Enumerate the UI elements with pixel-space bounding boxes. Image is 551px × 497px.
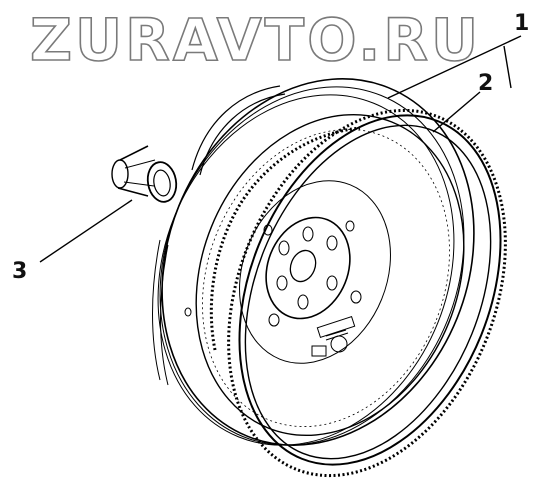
callout-1: 1 (514, 11, 529, 36)
pilot-bush (111, 145, 178, 203)
callout-3: 3 (12, 259, 27, 284)
watermark-text: ZURAVTO.RU (30, 6, 481, 74)
callout-2: 2 (478, 71, 493, 96)
leader-line-2 (432, 91, 481, 133)
leader-line-1 (387, 35, 522, 99)
ring-gear (209, 108, 507, 478)
leader-line-3 (39, 199, 133, 263)
flywheel (152, 78, 475, 446)
